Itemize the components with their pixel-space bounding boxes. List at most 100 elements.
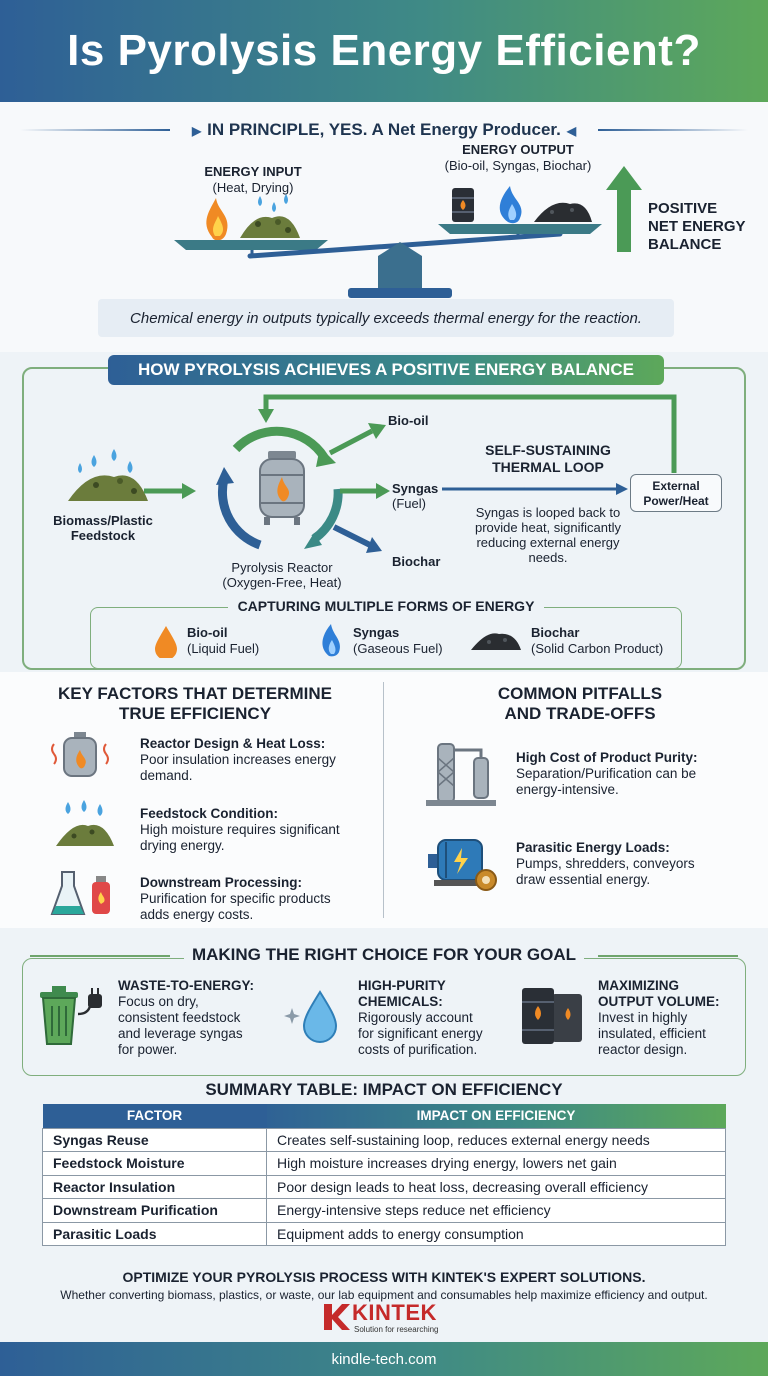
kintek-k-mark-icon <box>324 1304 350 1330</box>
factor-item-downstream: Downstream Processing: Purification for … <box>140 875 372 923</box>
net-line-3: BALANCE <box>648 236 722 253</box>
pitfall-item-purity: High Cost of Product Purity: Separation/… <box>516 750 756 798</box>
energy-input-title: ENERGY INPUT <box>204 164 302 179</box>
pitfalls-title: COMMON PITFALLS AND TRADE-OFFS <box>400 684 760 724</box>
factor-cell: Downstream Purification <box>42 1198 267 1223</box>
summary-table-title: SUMMARY TABLE: IMPACT ON EFFICIENCY <box>205 1080 563 1099</box>
reactor-line-1: Pyrolysis Reactor <box>231 560 333 575</box>
reactor-label: Pyrolysis Reactor (Oxygen-Free, Heat) <box>192 560 372 590</box>
up-arrow-icon <box>606 166 642 252</box>
column-divider <box>383 682 384 918</box>
choice-heading-row: MAKING THE RIGHT CHOICE FOR YOUR GOAL <box>0 945 768 965</box>
net-line-1: POSITIVE <box>648 200 718 217</box>
factor-title: Downstream Processing: <box>140 875 303 890</box>
energy-input-label: ENERGY INPUT (Heat, Drying) <box>178 164 328 196</box>
header-banner: Is Pyrolysis Energy Efficient? <box>0 0 768 102</box>
arrow-right-icon: ▶ <box>191 124 202 138</box>
factors-pitfalls-section: KEY FACTORS THAT DETERMINE TRUE EFFICIEN… <box>0 672 768 928</box>
waste-bin-plug-icon <box>40 986 102 1045</box>
capture-desc: (Gaseous Fuel) <box>353 641 443 656</box>
distillation-column-icon <box>426 743 496 806</box>
feedstock-moisture-icon <box>56 800 114 846</box>
feedstock-line-2: Feedstock <box>70 528 136 543</box>
factor-title: Reactor Design & Heat Loss: <box>140 736 326 751</box>
pitfall-title: Parasitic Energy Loads: <box>516 840 670 855</box>
choice-item-waste-to-energy: WASTE-TO-ENERGY: Focus on dry, consisten… <box>118 978 268 1058</box>
factors-title: KEY FACTORS THAT DETERMINE TRUE EFFICIEN… <box>20 684 370 724</box>
choice-desc: for power. <box>118 1042 178 1057</box>
pitfalls-title-2: AND TRADE-OFFS <box>504 704 656 723</box>
lab-flask-icon <box>50 871 110 915</box>
loop-description: Syngas is looped back to provide heat, s… <box>475 505 621 565</box>
factor-cell: Reactor Insulation <box>42 1174 267 1199</box>
pitfall-desc: energy-intensive. <box>516 782 619 797</box>
factor-item-reactor: Reactor Design & Heat Loss: Poor insulat… <box>140 736 372 784</box>
factor-item-feedstock: Feedstock Condition: High moisture requi… <box>140 806 372 854</box>
column-header-impact: IMPACT ON EFFICIENCY <box>266 1104 726 1128</box>
table-row: Feedstock Moisture High moisture increas… <box>42 1151 726 1176</box>
feedstock-label: Biomass/Plastic Feedstock <box>40 513 166 543</box>
column-header-factor: FACTOR <box>42 1104 267 1128</box>
page-title: Is Pyrolysis Energy Efficient? <box>67 26 701 75</box>
cta-title: OPTIMIZE YOUR PYROLYSIS PROCESS WITH KIN… <box>122 1269 646 1285</box>
choice-title: HIGH-PURITY <box>358 978 446 993</box>
kintek-logo[interactable]: KINTEK Solution for researching <box>322 1300 452 1336</box>
principle-heading-row: ▶IN PRINCIPLE, YES. A Net Energy Produce… <box>0 120 768 140</box>
impact-cell: Equipment adds to energy consumption <box>266 1221 726 1246</box>
balance-scale-illustration <box>174 186 602 298</box>
divider-line <box>30 955 170 957</box>
syngas-flame-icon <box>322 624 340 657</box>
factor-desc: drying energy. <box>140 838 225 853</box>
choice-desc: Invest in highly <box>598 1010 688 1025</box>
pitfall-item-parasitic: Parasitic Energy Loads: Pumps, shredders… <box>516 840 756 888</box>
logo-name: KINTEK <box>352 1300 437 1325</box>
divider-line <box>598 955 738 957</box>
choice-desc: Rigorously account <box>358 1010 473 1025</box>
biochar-label: Biochar <box>392 554 441 569</box>
logo-tagline: Solution for researching <box>354 1325 439 1334</box>
balance-heading: HOW PYROLYSIS ACHIEVES A POSITIVE ENERGY… <box>138 360 634 379</box>
footer-link[interactable]: kindle-tech.com <box>331 1350 437 1368</box>
table-row: Parasitic Loads Equipment adds to energy… <box>42 1221 726 1246</box>
balance-section: HOW PYROLYSIS ACHIEVES A POSITIVE ENERGY… <box>22 355 746 670</box>
choice-item-output-volume: MAXIMIZING OUTPUT VOLUME: Invest in high… <box>598 978 748 1058</box>
biochar-pile-icon <box>534 202 592 222</box>
factors-title-2: TRUE EFFICIENCY <box>118 704 272 723</box>
pitfall-desc: draw essential energy. <box>516 872 651 887</box>
choice-title: CHEMICALS: <box>358 994 443 1009</box>
motor-pump-icon <box>428 839 497 891</box>
energy-input-sub: (Heat, Drying) <box>212 180 294 195</box>
net-balance-label: POSITIVE NET ENERGY BALANCE <box>648 200 746 254</box>
choice-section: MAKING THE RIGHT CHOICE FOR YOUR GOAL WA… <box>0 928 768 1376</box>
impact-cell: High moisture increases drying energy, l… <box>266 1151 726 1176</box>
capture-name: Bio-oil <box>187 625 228 640</box>
reactor-icon <box>259 451 305 525</box>
choice-desc: and leverage syngas <box>118 1026 243 1041</box>
oil-barrel-icon <box>452 188 474 222</box>
factor-cell: Feedstock Moisture <box>42 1151 267 1176</box>
reactor-line-2: (Oxygen-Free, Heat) <box>222 575 342 590</box>
capture-item-bio-oil: Bio-oil (Liquid Fuel) <box>187 625 259 657</box>
capture-desc: (Liquid Fuel) <box>187 641 260 656</box>
factors-title-1: KEY FACTORS THAT DETERMINE <box>58 684 332 703</box>
choice-desc: for significant energy <box>358 1026 483 1041</box>
reactor-heat-loss-icon <box>51 732 109 777</box>
table-header-row: FACTOR IMPACT ON EFFICIENCY <box>42 1104 726 1128</box>
capture-box: CAPTURING MULTIPLE FORMS OF ENERGY Bio-o… <box>90 598 682 669</box>
choice-item-high-purity: HIGH-PURITY CHEMICALS: Rigorously accoun… <box>358 978 508 1058</box>
impact-cell: Poor design leads to heat loss, decreasi… <box>266 1174 726 1199</box>
factor-desc: Purification for specific products <box>140 891 331 906</box>
flame-icon <box>206 198 228 241</box>
feedstock-icon <box>68 449 148 501</box>
oil-barrels-icon <box>522 988 582 1044</box>
water-drop-icon <box>284 990 338 1043</box>
choice-title: WASTE-TO-ENERGY: <box>118 978 255 993</box>
loop-title: SELF-SUSTAINING THERMAL LOOP <box>468 442 628 476</box>
net-line-2: NET ENERGY <box>648 218 746 235</box>
choice-desc: consistent feedstock <box>118 1010 241 1025</box>
factor-title: Feedstock Condition: <box>140 806 278 821</box>
pitfall-desc: Pumps, shredders, conveyors <box>516 856 695 871</box>
biochar-pile-icon <box>471 633 521 650</box>
factor-desc: High moisture requires significant <box>140 822 340 837</box>
capture-title-row: CAPTURING MULTIPLE FORMS OF ENERGY <box>91 598 681 616</box>
